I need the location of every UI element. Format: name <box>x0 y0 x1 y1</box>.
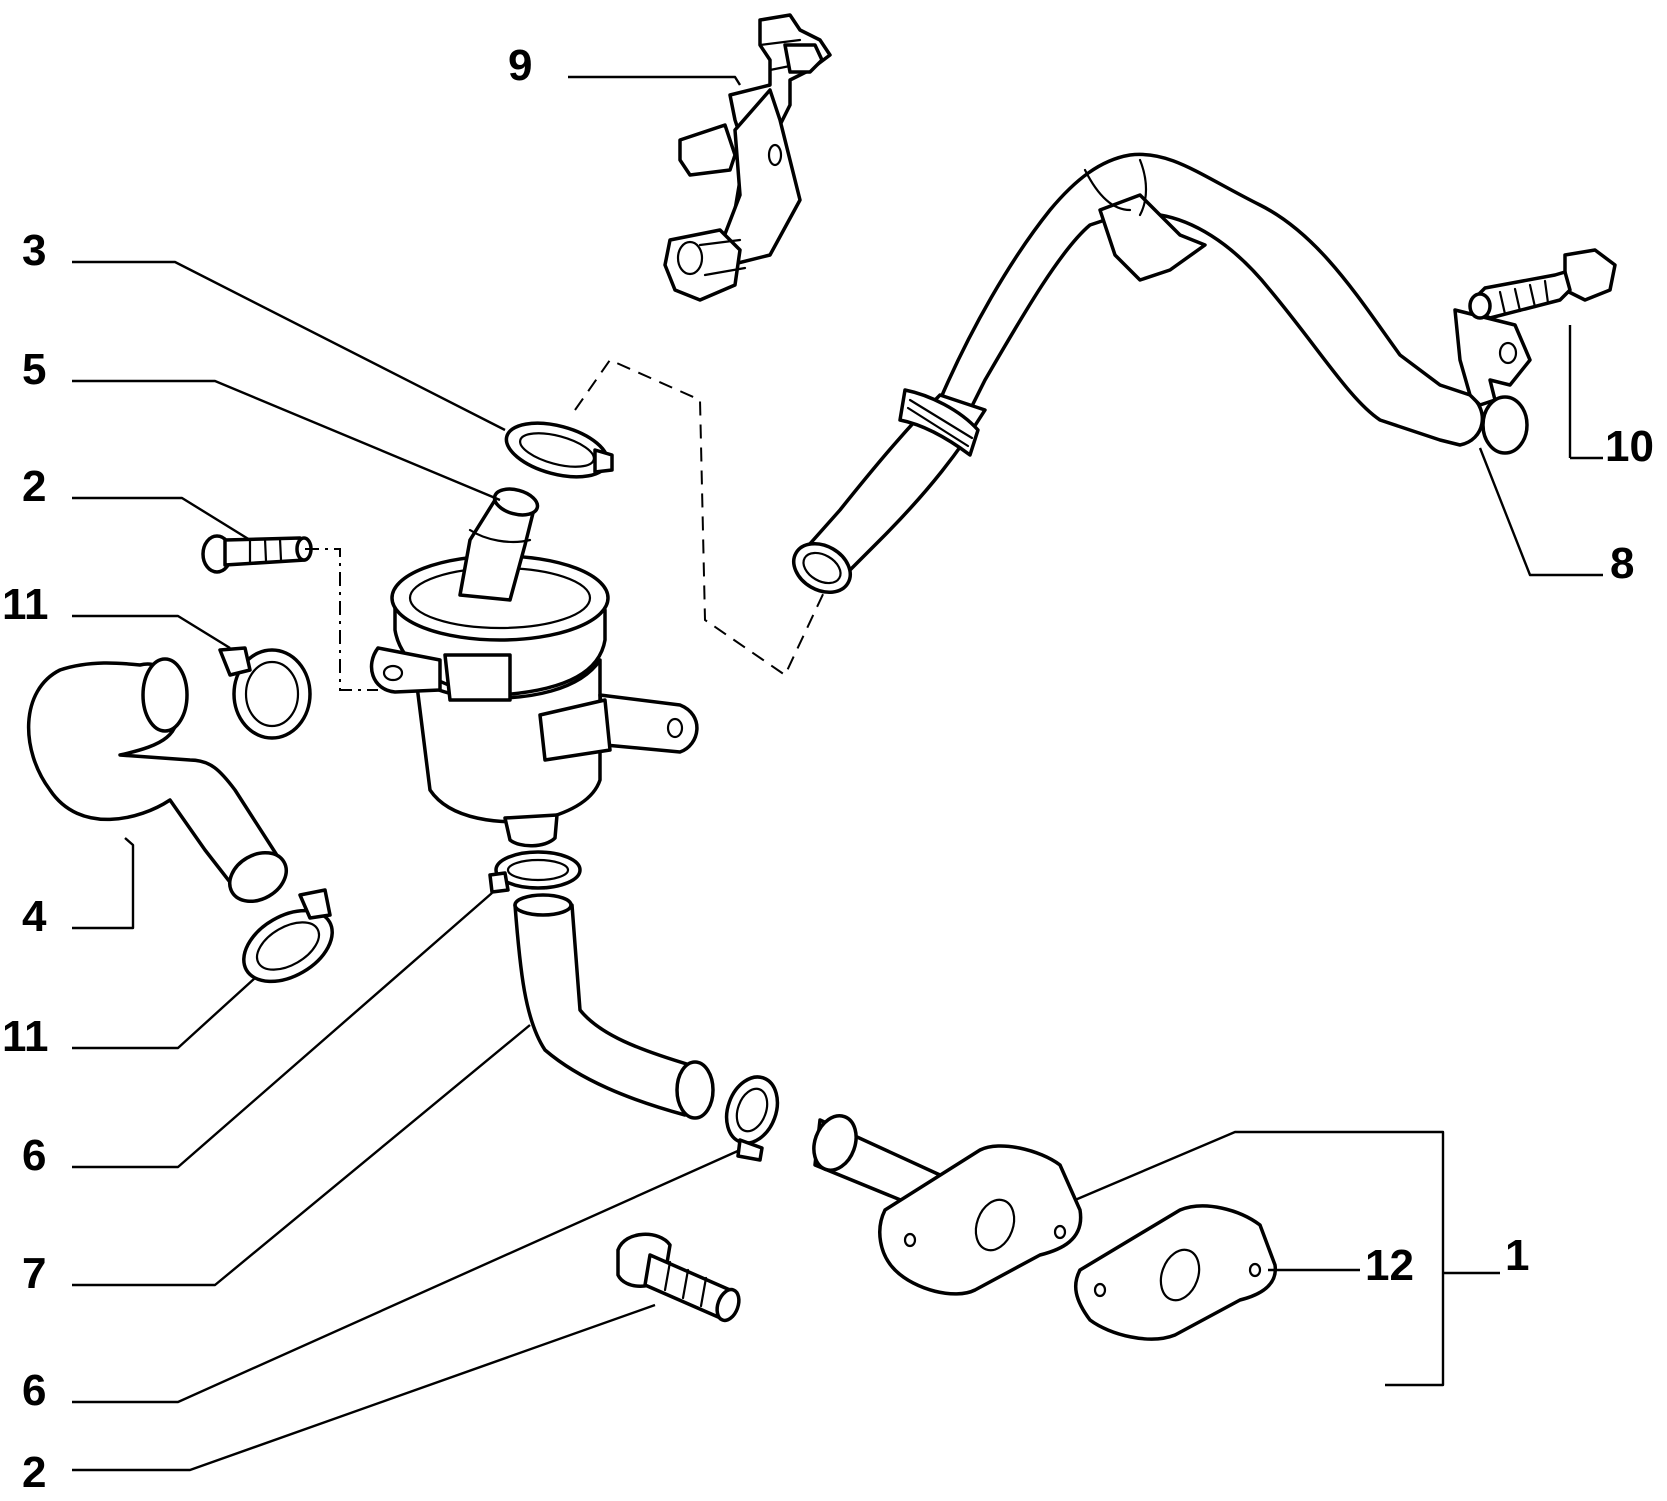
part-1-flange-assembly <box>812 1114 1083 1296</box>
part-9-bracket <box>663 13 832 302</box>
part-12-gasket <box>1073 1204 1277 1341</box>
callout-11: 11 <box>2 580 49 629</box>
callout-10: 10 <box>1605 422 1654 471</box>
leader-lines <box>72 75 1603 1472</box>
part-11-clamp-upper <box>218 646 312 740</box>
part-3-clamp <box>504 421 614 479</box>
part-11-clamp-lower <box>242 888 334 984</box>
callout-6: 6 <box>22 1366 46 1415</box>
part-2-bolt-upper <box>201 534 313 574</box>
assembly-guide-lines <box>305 358 826 691</box>
callout-8: 8 <box>1610 539 1634 588</box>
oil-separator-assembly <box>369 487 699 848</box>
part-6-clamp-lower <box>724 1075 780 1162</box>
callout-labels: 9 3 5 2 11 4 11 6 7 6 2 10 8 12 1 <box>2 41 1654 1497</box>
part-2-bolt-lower <box>616 1232 741 1323</box>
callout-4: 4 <box>22 892 47 941</box>
part-6-clamp-upper <box>488 850 582 894</box>
part-7-hose <box>513 893 715 1120</box>
callout-2: 2 <box>22 1448 46 1497</box>
callout-1: 1 <box>1505 1231 1529 1280</box>
part-8-pipe <box>792 152 1532 594</box>
callout-11: 11 <box>2 1012 49 1061</box>
callout-9: 9 <box>508 41 532 90</box>
callout-6: 6 <box>22 1131 46 1180</box>
callout-7: 7 <box>22 1249 46 1298</box>
part-4-hose <box>26 657 288 903</box>
callout-3: 3 <box>22 226 46 275</box>
callout-12: 12 <box>1365 1241 1414 1290</box>
callout-5: 5 <box>22 345 46 394</box>
callout-2: 2 <box>22 462 46 511</box>
part-10-bolt <box>1468 248 1617 320</box>
